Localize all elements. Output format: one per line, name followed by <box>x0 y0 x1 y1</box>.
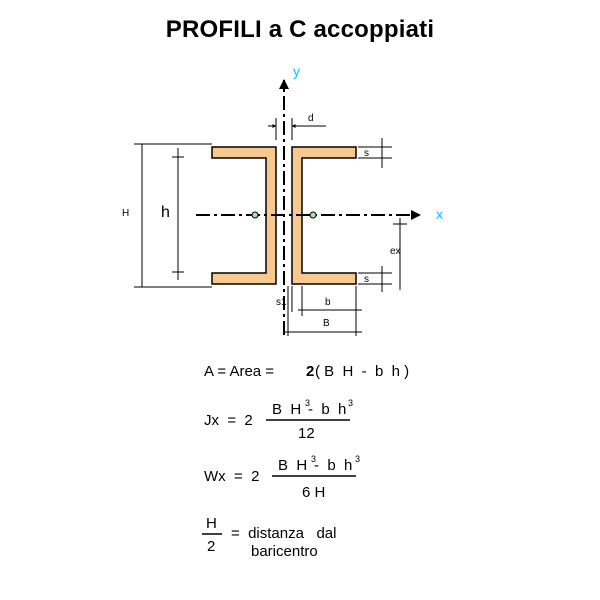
dimension-h <box>172 148 184 280</box>
dimension-h-label: h <box>161 204 170 221</box>
formula-dist-den: 2 <box>207 538 215 555</box>
formula-jx-den: 12 <box>298 425 315 442</box>
formula-jx-num-b: - b h <box>308 401 346 418</box>
dimension-H <box>134 143 212 288</box>
dimension-ex-label: ex <box>390 246 401 257</box>
formula-wx-num-a: B H <box>278 457 307 474</box>
dimension-d-label: d <box>308 113 314 124</box>
dimension-s1-label: s1 <box>276 297 287 308</box>
dimension-H-label: H <box>122 208 129 219</box>
y-axis-label: y <box>293 63 300 79</box>
formula-dist-text2: baricentro <box>251 543 318 560</box>
dimension-s-top <box>358 138 392 168</box>
centroid-left <box>251 211 259 219</box>
dimension-d <box>268 118 326 140</box>
formula-dist-text1: = distanza dal <box>231 525 336 542</box>
dimension-b <box>298 286 362 316</box>
formula-wx-exp1: 3 <box>311 454 316 464</box>
formula-jx-num-a: B H <box>272 401 301 418</box>
dimension-s1 <box>287 286 293 336</box>
formula-jx-exp1: 3 <box>305 398 310 408</box>
formula-wx-num-b: - b h <box>314 457 352 474</box>
formula-area-expr: ( B H - b h ) <box>315 363 409 380</box>
dimension-B-label: B <box>323 318 330 329</box>
formula-jx-exp2: 3 <box>348 398 353 408</box>
formula-wx-den: 6 H <box>302 484 325 501</box>
x-axis-label: x <box>436 206 443 222</box>
dimension-b-label: b <box>325 297 331 308</box>
dimension-ex <box>393 218 407 290</box>
formula-area-coef: 2 <box>306 363 314 380</box>
left-c-profile <box>211 146 277 285</box>
right-c-profile <box>291 146 357 285</box>
dimension-s-bottom-label: s <box>364 274 369 285</box>
dimension-B <box>284 316 362 336</box>
formula-area-lhs: A = Area = <box>204 363 274 380</box>
page-title: PROFILI a C accoppiati <box>165 16 435 43</box>
dimension-s-bottom <box>358 266 392 292</box>
centroid-right <box>309 211 317 219</box>
formula-jx-lhs: Jx = 2 <box>204 412 253 429</box>
formula-wx-lhs: Wx = 2 <box>204 468 259 485</box>
formula-wx-exp2: 3 <box>355 454 360 464</box>
formula-dist-num: H <box>206 515 217 532</box>
dimension-s-top-label: s <box>364 148 369 159</box>
